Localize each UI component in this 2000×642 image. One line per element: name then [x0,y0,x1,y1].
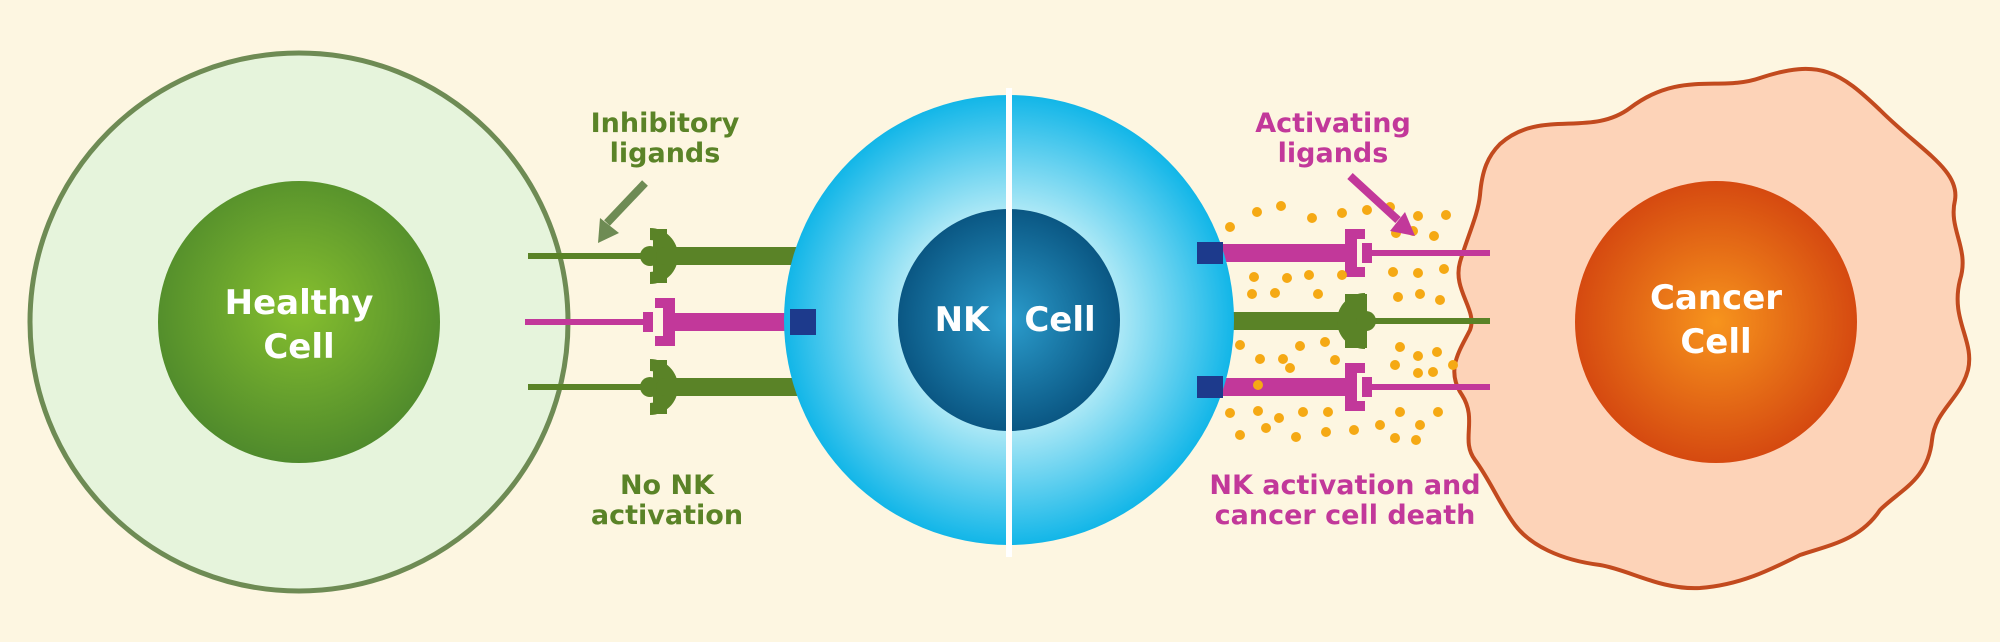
receptor-base [1197,242,1223,264]
granule-dot [1375,420,1385,430]
inhibitory-pointer-arrow [598,180,648,243]
granule-dot [1276,201,1286,211]
granule-dot [1304,270,1314,280]
healthy-cell-label-1: Healthy [225,283,374,323]
granule-dot [1261,423,1271,433]
granule-dot [1321,427,1331,437]
inhibitory-receptor-cup [650,359,678,415]
granule-dot [1274,413,1284,423]
granule-dot [1253,380,1263,390]
granule-dot [1330,355,1340,365]
granule-dot [1429,231,1439,241]
granule-dot [1388,267,1398,277]
granule-dot [1253,406,1263,416]
granule-dot [1390,360,1400,370]
receptor-base [1197,376,1223,398]
healthy-cell-label-2: Cell [263,327,334,367]
activating-pointer-arrow [1347,173,1415,236]
granule-dot [1255,354,1265,364]
cancer-death-label-1: NK activation and [1209,470,1480,501]
granule-dot [1393,292,1403,302]
receptor-base [790,309,816,335]
cancer-cell: Cancer Cell [1452,66,1972,591]
no-activation-label-1: No NK [620,470,715,501]
activating-receptor-bracket [655,298,675,346]
cytotoxic-granules [1225,201,1458,445]
granule-dot [1282,273,1292,283]
granule-dot [1448,360,1458,370]
inhibitory-receptor-cup [650,228,678,284]
granule-dot [1441,210,1451,220]
inhibitory-receptor-cup [1337,293,1365,349]
activating-receptor-bracket [1345,363,1365,411]
activating-label-2: ligands [1278,138,1389,169]
arrow-head [1390,212,1415,236]
activating-receptor-bracket [1345,229,1365,277]
arrow-shaft [604,180,648,226]
granule-dot [1298,407,1308,417]
arrow-head [598,218,619,243]
granule-dot [1235,340,1245,350]
granule-dot [1432,347,1442,357]
cancer-cell-nucleus [1575,181,1857,463]
granule-dot [1395,407,1405,417]
granule-dot [1362,205,1372,215]
granule-dot [1413,268,1423,278]
granule-dot [1395,342,1405,352]
inhibitory-label-2: ligands [610,138,721,169]
granule-dot [1411,435,1421,445]
healthy-cell-nucleus [158,181,440,463]
granule-dot [1337,208,1347,218]
granule-dot [1415,289,1425,299]
granule-dot [1413,368,1423,378]
granule-dot [1428,367,1438,377]
granule-dot [1247,289,1257,299]
cancer-cell-label-1: Cancer [1650,278,1782,318]
granule-dot [1295,341,1305,351]
granule-dot [1225,222,1235,232]
cancer-death-label-2: cancer cell death [1215,500,1476,531]
granule-dot [1323,407,1333,417]
cancer-cell-label-2: Cell [1680,322,1751,362]
granule-dot [1349,425,1359,435]
activating-label-1: Activating [1255,108,1411,139]
granule-dot [1415,420,1425,430]
granule-dot [1270,288,1280,298]
activating-ligand-head [1362,377,1372,397]
granule-dot [1320,337,1330,347]
granule-dot [1249,272,1259,282]
granule-dot [1225,408,1235,418]
granule-dot [1433,407,1443,417]
granule-dot [1235,430,1245,440]
arrow-shaft [1347,173,1401,223]
granule-dot [1337,270,1347,280]
granule-dot [1439,264,1449,274]
nk-cell: NK Cell [784,88,1234,557]
granule-dot [1413,351,1423,361]
granule-dot [1278,354,1288,364]
granule-dot [1413,211,1423,221]
granule-dot [1291,432,1301,442]
granule-dot [1285,363,1295,373]
no-activation-label-2: activation [591,500,743,531]
granule-dot [1313,289,1323,299]
left-receptor-group [525,228,824,415]
granule-dot [1252,207,1262,217]
activating-ligand-head [643,312,653,332]
granule-dot [1435,295,1445,305]
nk-cell-label-left: NK [935,300,991,340]
activating-ligand-head [1362,243,1372,263]
granule-dot [1390,433,1400,443]
nk-cell-label-right: Cell [1024,300,1095,340]
granule-dot [1307,213,1317,223]
healthy-cell: Healthy Cell [27,50,571,594]
inhibitory-label-1: Inhibitory [591,108,740,139]
